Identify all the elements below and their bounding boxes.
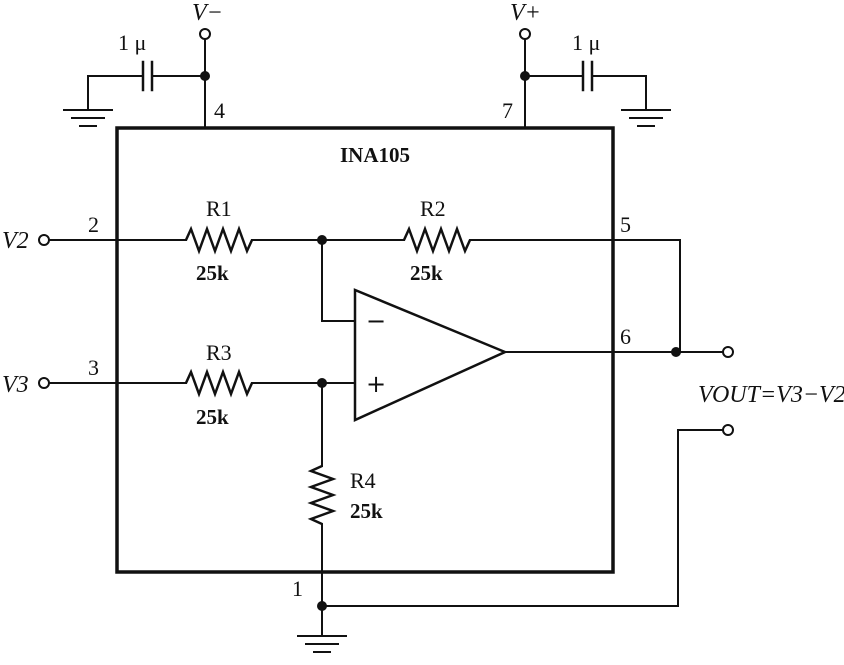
pin-3-label: 3 [88, 355, 99, 380]
r4-name: R4 [350, 468, 376, 493]
v-plus-supply-net [519, 28, 671, 129]
resistor-r4 [307, 464, 337, 526]
r3-name: R3 [206, 340, 232, 365]
cap-left-value: 1 μ [118, 30, 146, 55]
resistor-r2 [402, 225, 472, 255]
ground-symbol-right [621, 109, 671, 127]
ground-symbol-bottom [297, 635, 347, 653]
pin-2-label: 2 [88, 212, 99, 237]
pin-1-label: 1 [292, 576, 303, 601]
r1-value: 25k [196, 261, 229, 285]
opamp-inverting-sign: − [366, 307, 386, 335]
pin-7-label: 7 [502, 98, 513, 123]
v-minus-label: V− [192, 0, 223, 26]
ground-symbol-left [63, 109, 113, 127]
op-amp [353, 288, 509, 422]
pin-4-label: 4 [214, 98, 225, 123]
v2-input-terminal[interactable] [38, 234, 50, 246]
vout-return-terminal[interactable] [722, 424, 734, 436]
r2-value: 25k [410, 261, 443, 285]
v3-input-terminal[interactable] [38, 377, 50, 389]
r3-value: 25k [196, 405, 229, 429]
pin-5-label: 5 [620, 212, 631, 237]
r1-name: R1 [206, 196, 232, 221]
ic-package-outline [115, 126, 615, 574]
chip-name-label: INA105 [340, 143, 410, 167]
v-plus-terminal[interactable] [519, 28, 531, 40]
v-plus-label: V+ [510, 0, 541, 26]
resistor-r1 [184, 225, 254, 255]
pin-6-label: 6 [620, 324, 631, 349]
r2-name: R2 [420, 196, 446, 221]
cap-right-value: 1 μ [572, 30, 600, 55]
opamp-noninverting-sign: + [366, 370, 386, 398]
vout-expression: VOUT=V3−V2 [698, 382, 844, 408]
vout-terminal[interactable] [722, 346, 734, 358]
v-minus-terminal[interactable] [199, 28, 211, 40]
output-junction [671, 347, 681, 357]
resistor-r3 [184, 368, 254, 398]
r4-value: 25k [350, 499, 383, 523]
v2-input-label: V2 [2, 228, 29, 254]
v-minus-supply-net [63, 28, 211, 129]
v3-input-label: V3 [2, 372, 29, 398]
